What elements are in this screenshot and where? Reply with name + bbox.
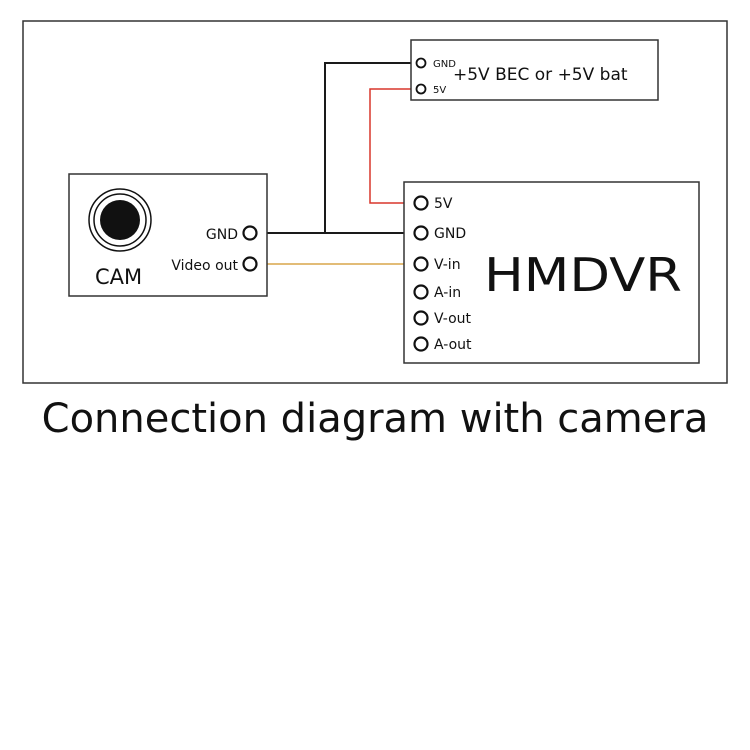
power-5v-terminal <box>415 83 427 95</box>
dvr-pin-5v-label: 5V <box>434 196 453 212</box>
power-5v-label: 5V <box>433 85 446 96</box>
dvr-pin-v-in-terminal <box>413 256 429 272</box>
dvr-pin-5v-terminal <box>413 195 429 211</box>
power-wire-5v <box>369 88 414 204</box>
dvr-title: HMDVR <box>484 248 682 302</box>
camera-gnd-label: GND <box>206 227 238 243</box>
camera-lens-icon <box>88 188 152 252</box>
dvr-pin-v-in-label: V-in <box>434 257 461 273</box>
dvr-pin-a-out-label: A-out <box>434 337 472 353</box>
camera-video-out-label: Video out <box>171 258 238 274</box>
diagram-caption: Connection diagram with camera <box>41 396 709 442</box>
dvr-pin-a-out-terminal <box>413 336 429 352</box>
power-gnd-terminal <box>415 57 427 69</box>
dvr-pin-a-in-terminal <box>413 284 429 300</box>
dvr-pin-a-in-label: A-in <box>434 285 461 301</box>
diagram-frame <box>22 20 728 384</box>
power-source-title: +5V BEC or +5V bat <box>453 65 628 85</box>
camera-label: CAM <box>95 265 142 289</box>
dvr-pin-v-out-terminal <box>413 310 429 326</box>
dvr-pin-gnd-label: GND <box>434 226 466 242</box>
camera-box: CAM GND Video out <box>68 173 268 297</box>
dvr-pin-gnd-terminal <box>413 225 429 241</box>
ground-wire-to-power <box>324 62 414 233</box>
power-source-box: GND 5V +5V BEC or +5V bat <box>410 39 659 101</box>
dvr-pin-v-out-label: V-out <box>434 311 472 327</box>
camera-gnd-terminal <box>242 225 258 241</box>
power-gnd-label: GND <box>433 59 456 70</box>
camera-video-out-terminal <box>242 256 258 272</box>
